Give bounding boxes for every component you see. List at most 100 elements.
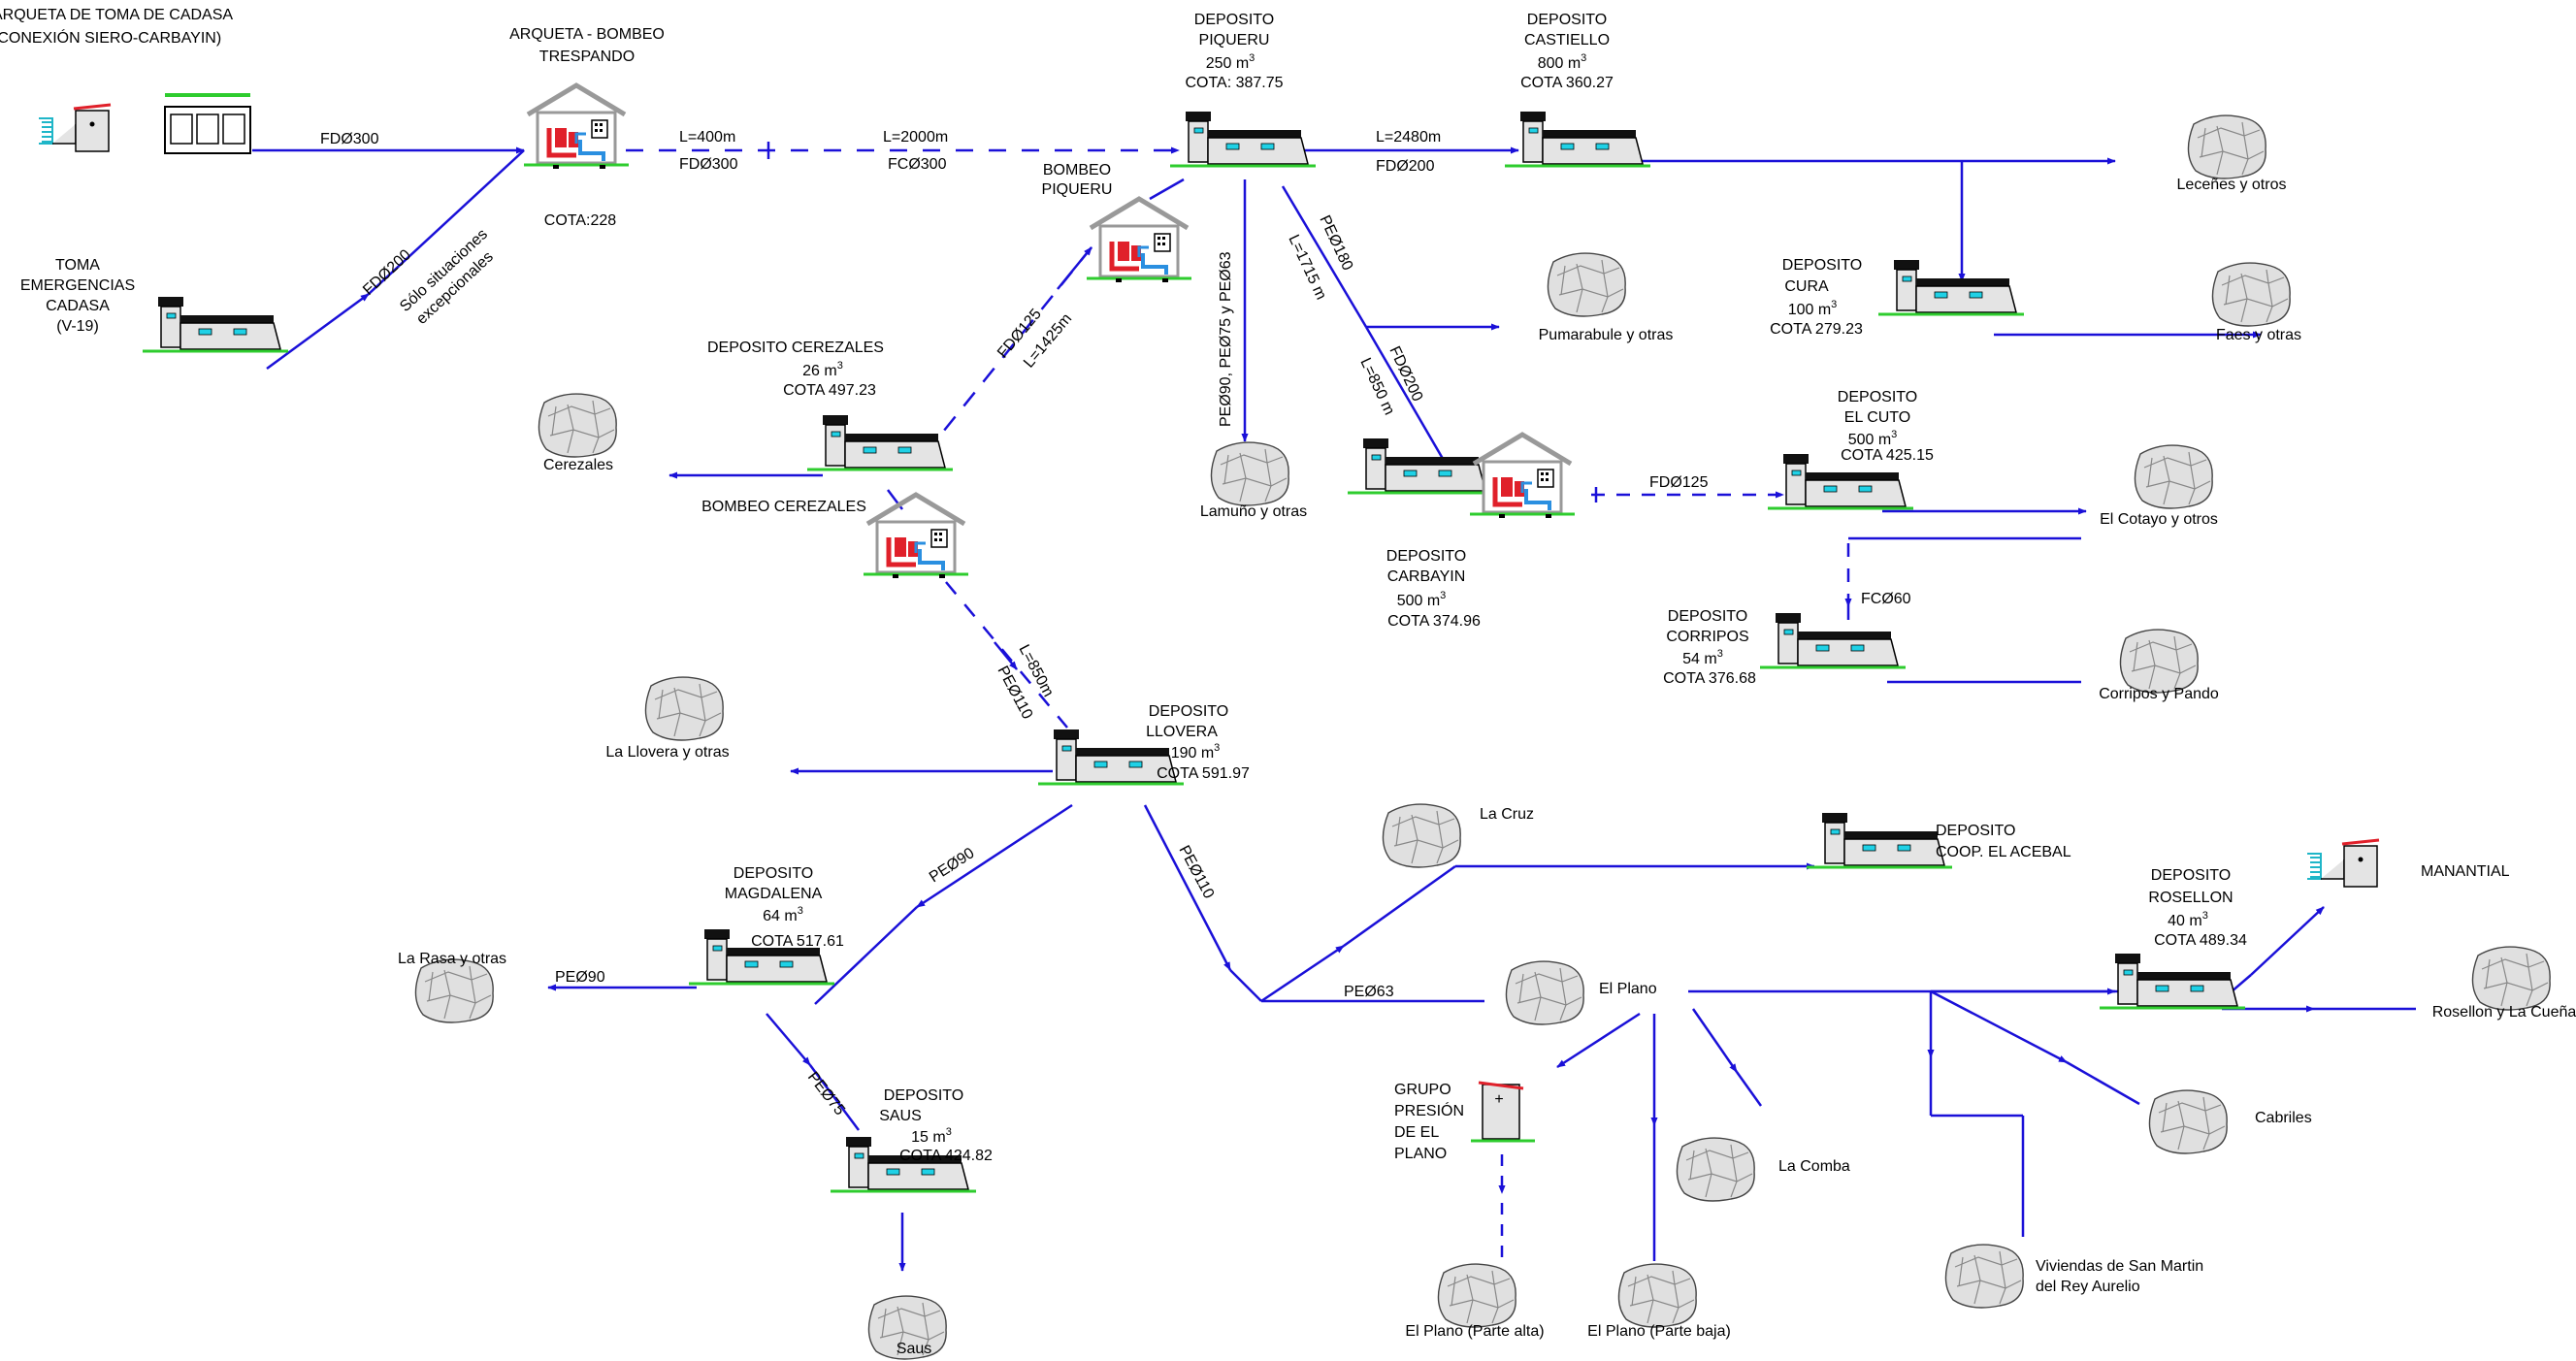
pipe-label-pe75: PEØ75 [804,1069,848,1118]
bombeo-cerezales-label: BOMBEO CEREZALES [701,499,866,515]
village-label-llovera: La Llovera y otras [605,744,729,761]
toma-label-4: (V-19) [56,318,99,335]
magdalena-label-2: MAGDALENA [725,886,823,902]
village-label-sanmartin-1: Viviendas de San Martin [2036,1258,2203,1275]
village-plano-alta [1437,1263,1516,1328]
tank-toma-emergencias [141,295,290,353]
bombeo-piqueru-label-1: BOMBEO [1043,162,1111,178]
corripos-cota: COTA 376.68 [1663,670,1756,687]
header-line2: (CONEXIÓN SIERO-CARBAYIN) [0,28,221,47]
village-label-elplano: El Plano [1599,981,1657,997]
village-label-larasa: La Rasa y otras [398,951,506,967]
village-label-lacruz: La Cruz [1480,806,1534,823]
grupo-label-3: DE EL [1394,1124,1439,1141]
manantial-label: MANANTIAL [2421,863,2510,880]
rosellon-label-1: DEPOSITO [2151,867,2231,884]
pipe-label-fc60: FCØ60 [1861,591,1911,607]
village-corripos [2119,629,2199,694]
grupo-label-4: PLANO [1394,1146,1447,1162]
cura-vol: 100 m3 [1788,299,1838,318]
pipe-label-pe110b: PEØ110 [1175,843,1217,901]
pipe-label-fc300: FCØ300 [888,156,947,173]
carbayin-label-2: CARBAYIN [1387,568,1466,585]
magdalena-vol: 64 m3 [763,905,803,924]
castiello-label-1: DEPOSITO [1527,12,1607,28]
bombeo-piqueru-label-2: PIQUERU [1042,181,1113,198]
village-cotayo [2134,444,2213,509]
pipe-label-l1715: L=1715 m [1285,233,1329,303]
saus-label-1: DEPOSITO [884,1087,963,1104]
village-lamuno [1210,441,1289,506]
cuto-cota: COTA 425.15 [1841,447,1934,464]
village-label-lecenes: Leceñes y otros [2177,177,2287,193]
toma-label-1: TOMA [55,257,100,274]
pipe-label-fd200b: FDØ200 [1376,158,1435,175]
rosellon-label-2: ROSELLON [2148,890,2233,906]
village-la-rasa [414,958,494,1023]
corripos-label-1: DEPOSITO [1668,608,1747,625]
village-label-corripos: Corripos y Pando [2099,686,2219,702]
village-faes [2211,262,2291,327]
pipe-label-pe63: PEØ63 [1344,984,1394,1000]
saus-cota: COTA 424.82 [899,1148,993,1164]
village-label-rosellon: Rosellon y La Cueña [2432,1004,2576,1021]
piqueru-cota: COTA: 387.75 [1185,75,1283,91]
village-cerezales [538,393,617,458]
grupo-presion-house: + [1471,1081,1535,1143]
llovera-cota: COTA 591.97 [1157,765,1250,782]
cura-label-1: DEPOSITO [1782,257,1862,274]
village-label-sanmartin-2: del Rey Aurelio [2036,1279,2140,1295]
intake-cadasa [37,93,251,154]
pipe-label-fd300b: FDØ300 [679,156,738,173]
village-label-planoalta: El Plano (Parte alta) [1405,1323,1544,1340]
pump-piqueru [1087,199,1191,282]
tank-acebal [1805,811,1954,869]
saus-label-2: SAUS [879,1108,922,1124]
pipe-label-fd300a: FDØ300 [320,131,379,147]
village-label-saus: Saus [897,1341,931,1357]
intake-manantial [2305,838,2381,889]
village-san-martin [1944,1244,2024,1309]
castiello-cota: COTA 360.27 [1520,75,1614,91]
tank-piqueru [1168,110,1318,168]
carbayin-label-1: DEPOSITO [1386,548,1466,565]
cura-cota: COTA 279.23 [1770,321,1863,338]
pipe-label-l2480: L=2480m [1376,129,1441,146]
pump-carbayin [1470,435,1575,518]
acebal-label-1: DEPOSITO [1936,823,2015,839]
village-el-plano [1505,960,1584,1025]
cura-label-2: CURA [1784,278,1829,295]
village-label-lacomba: La Comba [1778,1158,1850,1175]
village-pumarabule [1547,252,1626,317]
grupo-label-2: PRESIÓN [1394,1101,1464,1119]
cuto-label-1: DEPOSITO [1838,389,1917,405]
pipe-label-fd125b: FDØ125 [1649,474,1709,491]
pipe-label-l850a: L=850 m [1356,356,1397,418]
pipe-label-l2000: L=2000m [883,129,948,146]
corripos-label-2: CORRIPOS [1666,629,1748,645]
village-la-cruz [1382,803,1461,868]
village-la-comba [1676,1137,1755,1202]
llovera-vol: 190 m3 [1171,742,1221,762]
tank-castiello [1503,110,1652,168]
tank-cerezales [805,413,955,471]
rosellon-cota: COTA 489.34 [2154,932,2247,949]
llovera-label-1: DEPOSITO [1149,703,1228,720]
toma-label-3: CADASA [46,298,110,314]
cerezales-vol: 26 m3 [802,360,843,379]
pipe-label-fd200: FDØ200 [360,246,414,299]
svg-text:+: + [1494,1091,1503,1108]
rosellon-vol: 40 m3 [2168,910,2208,929]
toma-label-2: EMERGENCIAS [20,277,135,294]
carbayin-vol: 500 m3 [1397,590,1447,609]
village-label-planobaja: El Plano (Parte baja) [1587,1323,1731,1340]
arqueta-cota: COTA:228 [544,212,617,229]
arqueta-label-1: ARQUETA - BOMBEO [509,26,665,43]
village-plano-baja [1617,1263,1697,1328]
tank-corripos [1758,611,1908,669]
header-line1: ARQUETA DE TOMA DE CADASA [0,7,233,23]
cuto-label-2: EL CUTO [1844,409,1910,426]
village-llovera [644,676,724,741]
